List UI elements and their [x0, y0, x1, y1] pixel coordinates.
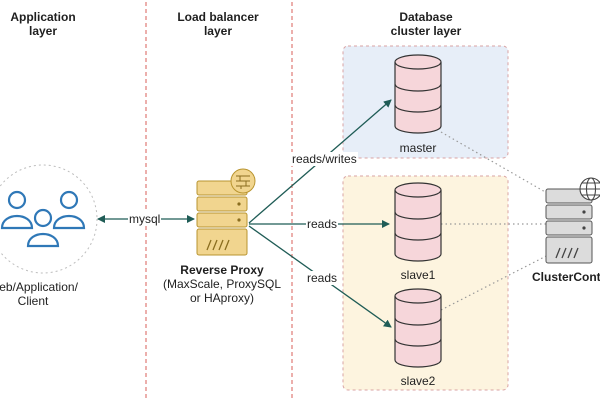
slave-zone — [342, 175, 509, 391]
reverse-proxy-server-icon — [196, 180, 248, 256]
master-label: master — [399, 141, 437, 155]
reads-label-slave1: reads — [306, 217, 339, 231]
database-layer-heading: Database cluster layer — [390, 10, 462, 38]
mysql-label: mysql — [128, 212, 162, 226]
slave1-label: slave1 — [400, 268, 436, 282]
firewall-icon — [230, 168, 256, 194]
clustercontrol-server-icon — [545, 188, 593, 264]
slave1-database-icon — [394, 182, 442, 262]
proxy-title: Reverse Proxy — [180, 263, 264, 277]
globe-icon — [579, 177, 600, 201]
slave2-database-icon — [394, 288, 442, 368]
master-database-icon — [394, 54, 442, 134]
users-icon — [0, 190, 86, 248]
client-label: Web/Application/ Client — [0, 280, 78, 308]
load-balancer-layer-heading: Load balancer layer — [177, 10, 259, 38]
reads-label-slave2: reads — [306, 271, 339, 285]
clustercontrol-label-clip: ClusterControl — [532, 270, 600, 284]
clustercontrol-label: ClusterControl — [532, 270, 600, 284]
reads-writes-label: reads/writes — [291, 152, 358, 166]
proxy-subtitle: (MaxScale, ProxySQL or HAproxy) — [162, 277, 282, 305]
application-layer-heading: Application layer — [10, 10, 76, 38]
slave2-label: slave2 — [400, 374, 436, 388]
cc-slave2-link — [440, 251, 555, 311]
cc-master-link — [440, 131, 555, 198]
